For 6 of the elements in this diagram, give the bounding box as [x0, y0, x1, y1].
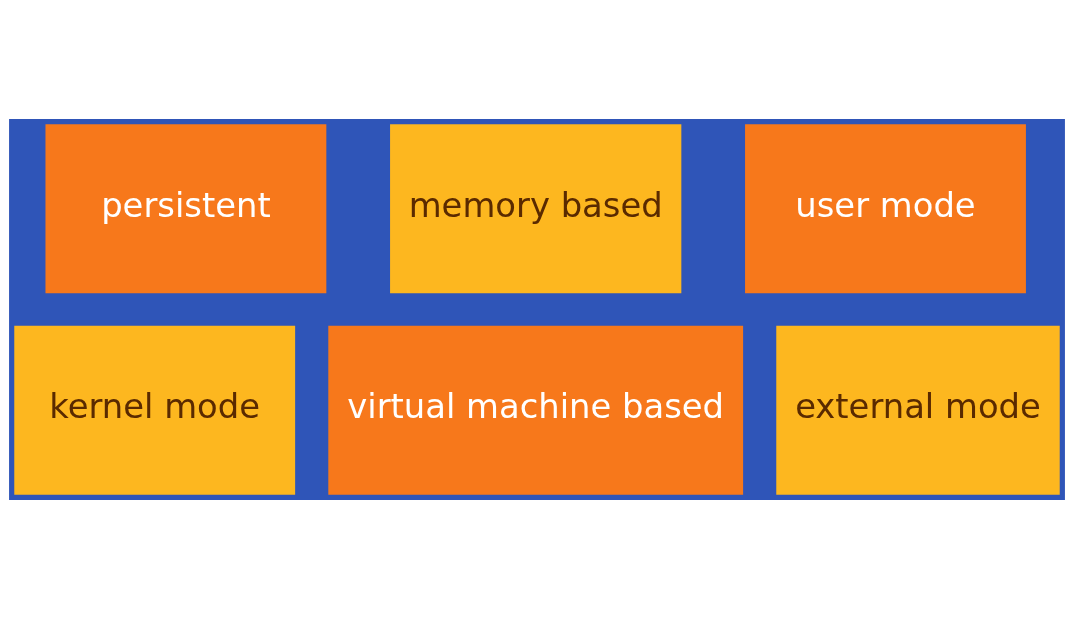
node-box: persistent — [45, 123, 327, 293]
node-box: memory based — [390, 123, 682, 293]
node-box: kernel mode — [14, 325, 296, 495]
node-box: external mode — [776, 325, 1060, 495]
node-box: user mode — [745, 123, 1026, 293]
node-box: virtual machine based — [328, 325, 744, 495]
